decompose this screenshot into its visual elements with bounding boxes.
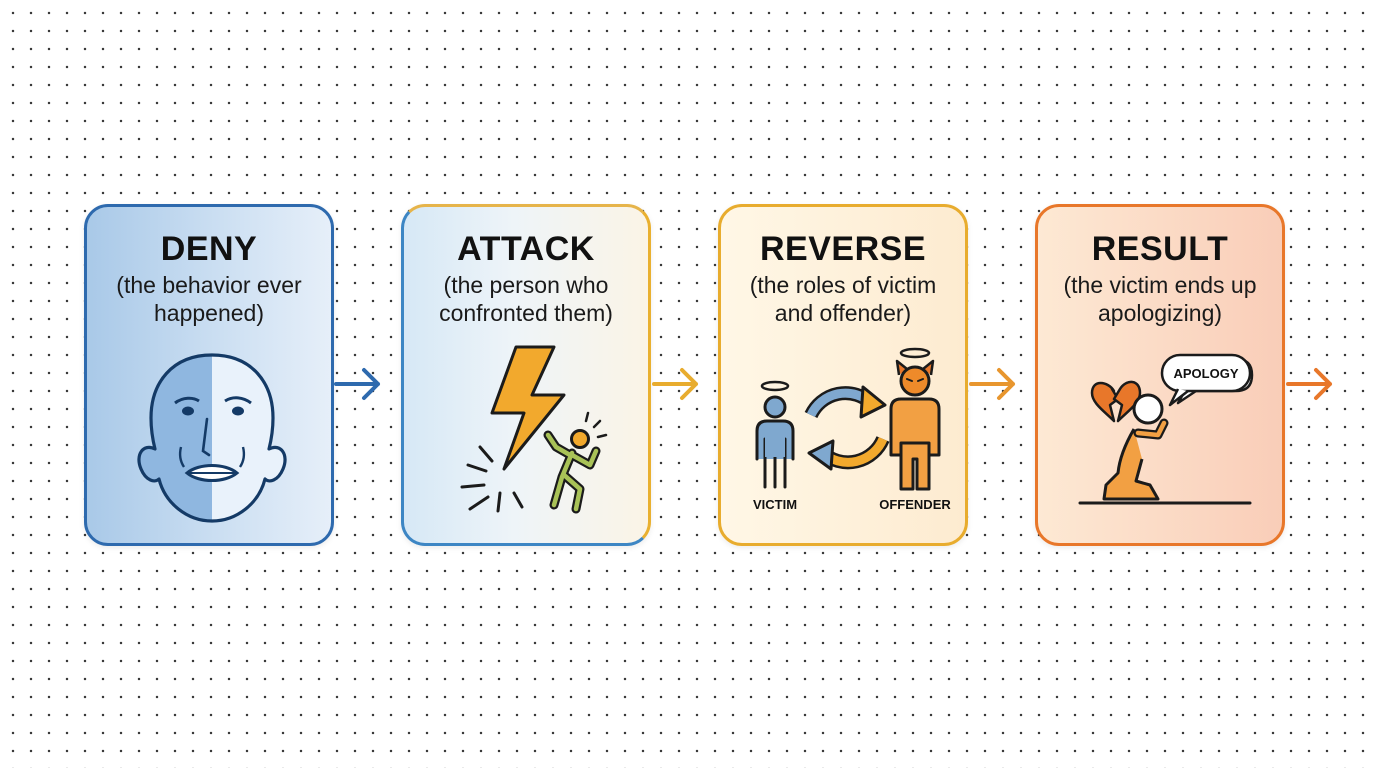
step-subtitle: (the behavior ever happened)	[116, 272, 302, 326]
role-swap-icon: VICTIM OFFENDER	[753, 347, 951, 512]
step-subtitle: (the victim ends up apologizing)	[1063, 272, 1257, 326]
flow-arrow	[1286, 356, 1336, 412]
step-card-attack: ATTACK (the person who confronted them)	[401, 204, 651, 546]
card-header: ATTACK (the person who confronted them)	[404, 229, 648, 327]
step-title: DENY	[160, 230, 258, 268]
step-title: REVERSE	[760, 230, 926, 268]
face-icon	[137, 353, 287, 523]
card-header: REVERSE (the roles of victim and offende…	[721, 229, 965, 327]
offender-label: OFFENDER	[879, 497, 951, 512]
lightning-attack-icon	[460, 345, 608, 514]
flow-arrow	[334, 356, 384, 412]
card-header: DENY (the behavior ever happened)	[87, 229, 331, 327]
speech-bubble-text: APOLOGY	[1173, 366, 1238, 381]
step-card-reverse: REVERSE (the roles of victim and offende…	[718, 204, 968, 546]
kneeling-apology-icon: APOLOGY	[1078, 353, 1254, 505]
card-header: RESULT (the victim ends up apologizing)	[1038, 229, 1282, 327]
step-card-result: RESULT (the victim ends up apologizing) …	[1035, 204, 1285, 546]
step-title: RESULT	[1091, 230, 1229, 268]
flow-arrow	[652, 356, 702, 412]
step-subtitle: (the roles of victim and offender)	[749, 272, 937, 326]
broken-heart-icon	[1090, 380, 1142, 423]
step-card-deny: DENY (the behavior ever happened)	[84, 204, 334, 546]
step-subtitle: (the person who confronted them)	[439, 272, 613, 326]
victim-label: VICTIM	[753, 497, 797, 512]
flow-arrow	[969, 356, 1019, 412]
step-title: ATTACK	[457, 230, 595, 268]
